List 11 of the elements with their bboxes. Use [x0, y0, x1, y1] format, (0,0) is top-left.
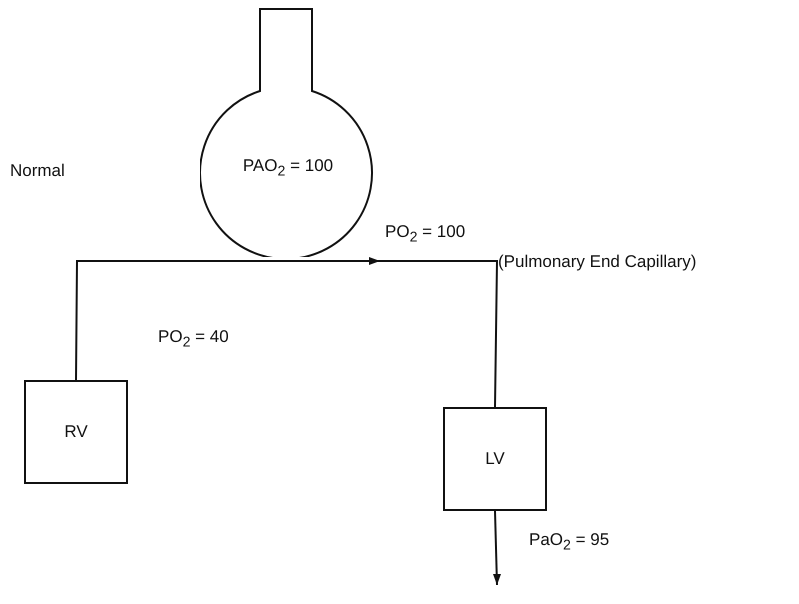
- pressure-value: PAO$_{2}$ = 100: [242, 156, 334, 180]
- pressure-label: PaO$_{2}$ = 95: [529, 530, 610, 554]
- pressure-value: LV: [485, 449, 505, 469]
- alveolus-flask: [200, 8, 376, 257]
- location-label: (Pulmonary End Capillary): [498, 252, 696, 272]
- chamber-box: [24, 380, 128, 484]
- pressure-value: RV: [64, 422, 88, 442]
- pressure-label: PO$_{2}$ = 100: [385, 222, 466, 246]
- chamber-box: [443, 407, 547, 511]
- condition-label: Normal: [10, 161, 65, 181]
- pressure-label: PO$_{2}$ = 40: [158, 327, 229, 350]
